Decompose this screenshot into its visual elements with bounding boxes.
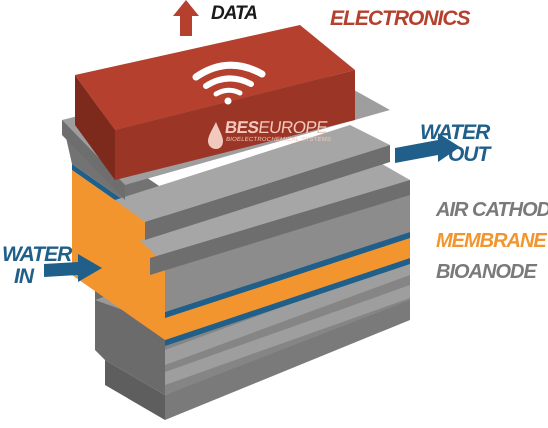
logo-subtitle: BIOELECTROCHEMICAL SYSTEMS (225, 137, 332, 143)
lower-block-front-face (105, 360, 165, 420)
electronics-top-face (75, 25, 355, 130)
air-cathode-label: AIR CATHODE (436, 199, 548, 221)
water-out-label: WATER OUT (420, 121, 490, 166)
membrane-label: MEMBRANE (436, 230, 547, 252)
wifi-icon (192, 61, 266, 105)
water-out-line1: WATER (420, 121, 490, 144)
cathode-ridge-face (145, 145, 390, 240)
membrane-left-face (72, 170, 165, 340)
arrow-right-icon (395, 133, 460, 163)
arrow-right-icon (44, 254, 102, 282)
water-in-line2: IN (14, 265, 34, 288)
electronics-label: ELECTRONICS (330, 7, 471, 30)
upper-slab-left (62, 120, 125, 200)
water-in-label: WATER IN (2, 243, 72, 288)
lower-block-right-face (165, 295, 410, 420)
cathode-ridge-top (140, 160, 410, 265)
logo-brand: BESEUROPE (223, 118, 329, 137)
drop-icon (208, 122, 223, 149)
bioanode-ridge (165, 260, 410, 365)
arrow-up-icon (173, 0, 199, 36)
data-label: DATA (211, 3, 258, 24)
water-out-line2: OUT (447, 143, 490, 166)
membrane-right-face (165, 238, 410, 340)
upper-blue-line (165, 232, 410, 318)
bioanode-label: BIOANODE (436, 261, 537, 283)
cathode-ridge-face (150, 180, 410, 275)
cathode-ridge-top (115, 125, 390, 222)
bioanode-ridge (165, 285, 410, 385)
electronics-front-face (75, 75, 115, 180)
electronics-right-face (115, 70, 355, 180)
water-in-line1: WATER (2, 243, 72, 266)
lower-blue-line (165, 258, 410, 346)
